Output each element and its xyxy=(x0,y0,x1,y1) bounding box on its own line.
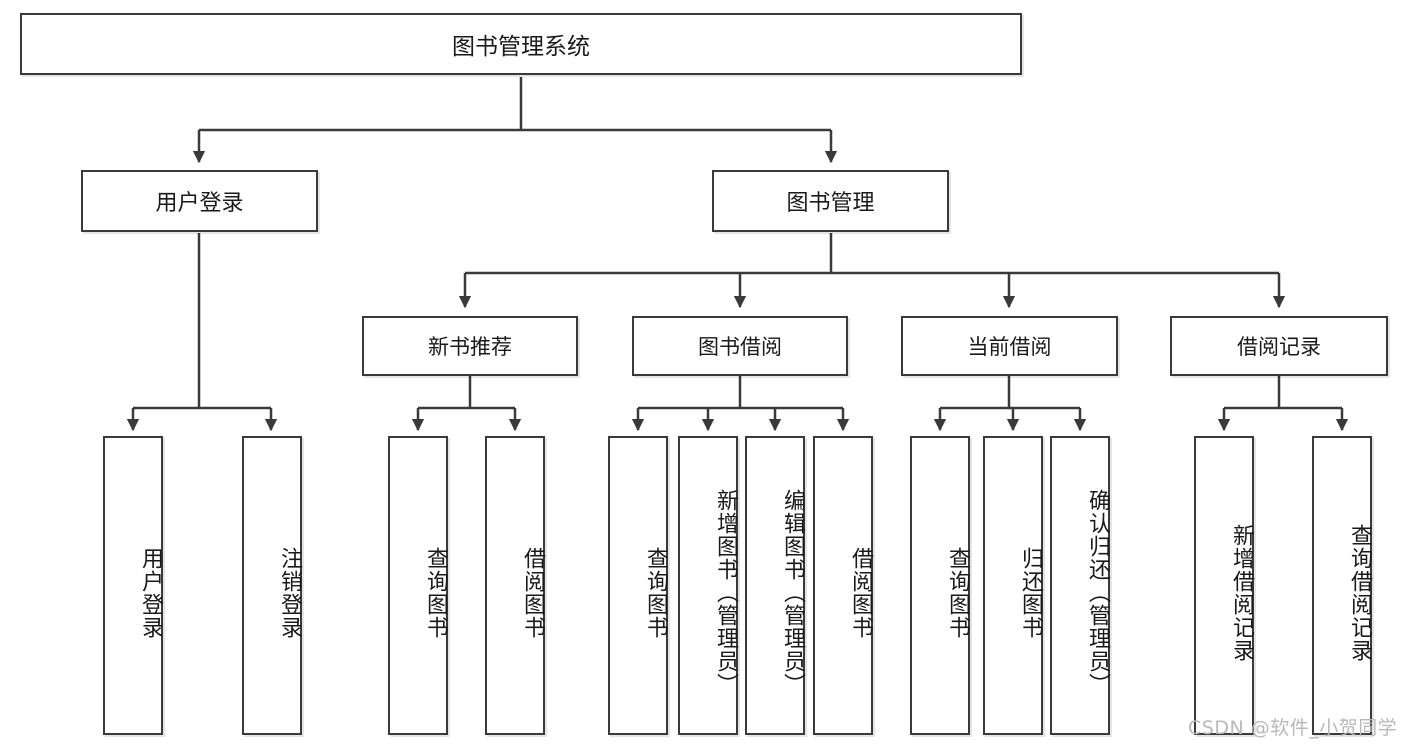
leaf-label: 查询图书 xyxy=(945,546,970,639)
node-user-login[interactable]: 用户登录 xyxy=(81,170,318,232)
leaf-user-login-signout[interactable]: 注销登录 xyxy=(242,436,302,735)
leaf-label: 查询借阅记录 xyxy=(1347,523,1372,662)
leaf-label: 归还图书 xyxy=(1018,546,1043,639)
leaf-borrow-query-book[interactable]: 查询图书 xyxy=(608,436,668,735)
leaf-user-login-signin[interactable]: 用户登录 xyxy=(103,436,163,735)
node-book-borrow[interactable]: 图书借阅 xyxy=(632,316,848,376)
node-new-book-recommend-label: 新书推荐 xyxy=(428,335,512,359)
leaf-borrow-borrow-book[interactable]: 借阅图书 xyxy=(813,436,873,735)
leaf-borrow-add-book-admin[interactable]: 新增图书（管理员） xyxy=(678,436,738,735)
leaf-label: 查询图书 xyxy=(643,546,668,639)
leaf-current-query-book[interactable]: 查询图书 xyxy=(910,436,970,735)
leaf-label: 编辑图书（管理员） xyxy=(780,489,805,696)
node-borrow-records-label: 借阅记录 xyxy=(1237,335,1321,359)
node-root-label: 图书管理系统 xyxy=(452,34,590,60)
leaf-current-return-book[interactable]: 归还图书 xyxy=(983,436,1043,735)
leaf-records-add-record[interactable]: 新增借阅记录 xyxy=(1194,436,1254,735)
leaf-label: 借阅图书 xyxy=(520,546,545,639)
leaf-records-query-record[interactable]: 查询借阅记录 xyxy=(1312,436,1372,735)
leaf-label: 新增图书（管理员） xyxy=(713,489,738,696)
node-book-borrow-label: 图书借阅 xyxy=(698,335,782,359)
node-book-management[interactable]: 图书管理 xyxy=(712,170,949,232)
node-current-borrow-label: 当前借阅 xyxy=(967,335,1052,359)
leaf-label: 确认归还（管理员） xyxy=(1085,489,1110,696)
node-book-management-label: 图书管理 xyxy=(786,191,875,216)
node-user-login-label: 用户登录 xyxy=(155,191,244,216)
node-current-borrow[interactable]: 当前借阅 xyxy=(901,316,1118,376)
leaf-label: 查询图书 xyxy=(423,546,448,639)
node-new-book-recommend[interactable]: 新书推荐 xyxy=(362,316,578,376)
leaf-label: 新增借阅记录 xyxy=(1229,523,1254,662)
leaf-recommend-query-book[interactable]: 查询图书 xyxy=(388,436,448,735)
leaf-recommend-borrow-book[interactable]: 借阅图书 xyxy=(485,436,545,735)
leaf-borrow-edit-book-admin[interactable]: 编辑图书（管理员） xyxy=(745,436,805,735)
leaf-label: 用户登录 xyxy=(138,546,163,639)
leaf-label: 注销登录 xyxy=(277,546,302,639)
node-root[interactable]: 图书管理系统 xyxy=(20,13,1022,75)
node-borrow-records[interactable]: 借阅记录 xyxy=(1170,316,1388,376)
leaf-label: 借阅图书 xyxy=(848,546,873,639)
csdn-watermark: CSDN @软件_小贺同学 xyxy=(1188,717,1398,739)
leaf-current-confirm-return-admin[interactable]: 确认归还（管理员） xyxy=(1050,436,1110,735)
